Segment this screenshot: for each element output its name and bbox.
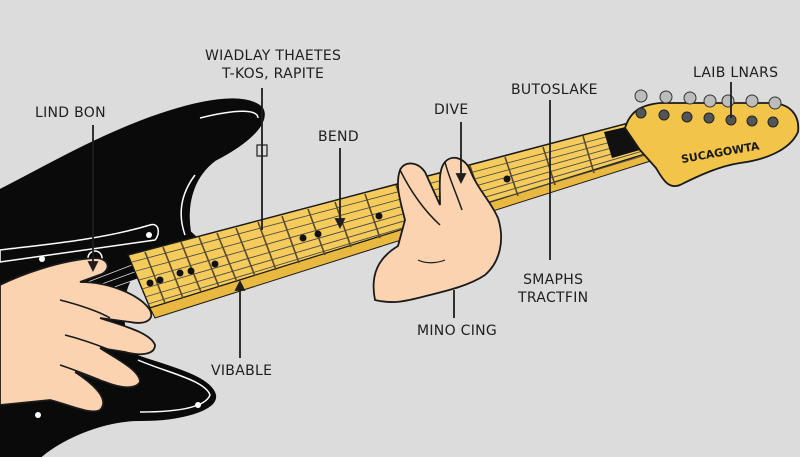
label-bend: BEND (318, 129, 359, 145)
picking-hand (0, 257, 156, 413)
label-laib-lnars: LAIB LNARS (693, 65, 779, 81)
label-dive: DIVE (434, 102, 469, 118)
label-vibable: VIBABLE (211, 363, 273, 379)
label-butoslake: BUTOSLAKE (511, 82, 598, 98)
label-mino-cing: MINO CING (417, 323, 498, 339)
label-top-center-line2: T-KOS, RAPITE (222, 66, 325, 82)
label-top-center-line1: WIADLAY THAETES (205, 48, 342, 64)
label-smaphs-line1: SMAPHS (523, 272, 584, 288)
label-lind-bon: LIND BON (35, 105, 106, 121)
label-smaphs: SMAPHS TRACTFIN (518, 271, 588, 307)
headstock: SUCAGOWTA (624, 89, 800, 188)
label-top-center: WIADLAY THAETES T-KOS, RAPITE (205, 47, 341, 83)
leader-lines (87, 82, 732, 358)
fretting-hand (372, 156, 502, 303)
label-smaphs-line2: TRACTFIN (518, 290, 589, 306)
